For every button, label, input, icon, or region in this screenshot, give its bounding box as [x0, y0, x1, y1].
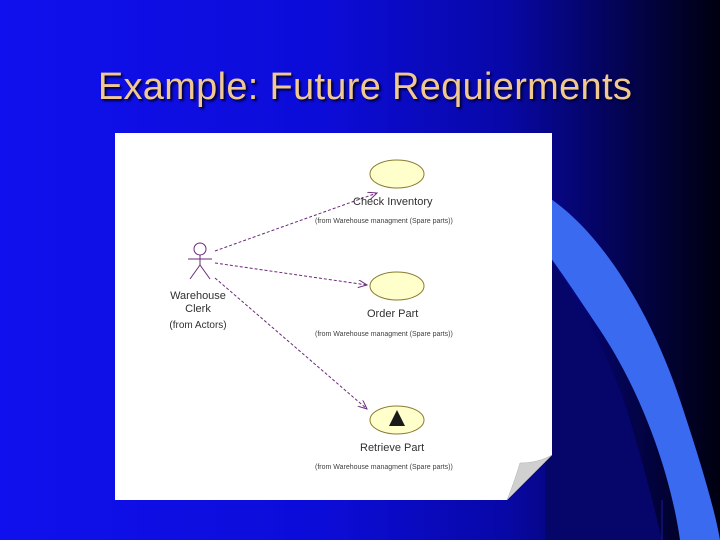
association-arrow-check-inventory: [214, 193, 377, 252]
use-case-from-retrieve-part: (from Warehouse managment (Spare parts)): [315, 464, 453, 471]
association-arrow-order-part: [214, 262, 367, 285]
actor-name-line1: Warehouse: [170, 290, 226, 302]
swoosh-light-shape: [545, 195, 720, 540]
page-curl-icon: [506, 454, 552, 500]
triangle-icon: [389, 410, 405, 426]
use-case-name-retrieve-part: Retrieve Part: [360, 442, 425, 454]
actor-name: Warehouse Clerk: [160, 290, 236, 316]
diagram-paper: [115, 133, 552, 500]
actor-name-line2: Clerk: [185, 303, 211, 315]
use-case-from-check-inventory: (from Warehouse managment (Spare parts)): [315, 218, 453, 225]
diagram-canvas: [115, 133, 552, 500]
use-case-name-order-part: Order Part: [367, 308, 419, 320]
actor-icon: [188, 242, 212, 280]
swoosh-dark-shape: [545, 250, 662, 540]
use-case-ellipse-check-inventory: [369, 159, 425, 189]
use-case-ellipse-order-part: [369, 271, 425, 301]
association-arrow-retrieve-part: [214, 277, 367, 409]
use-case-name-check-inventory: Check Inventory: [353, 196, 433, 208]
use-case-diagram: Warehouse Clerk (from Actors) Check Inve…: [115, 133, 552, 500]
use-case-from-order-part: (from Warehouse managment (Spare parts)): [315, 331, 453, 338]
slide-title: Example: Future Requierments: [97, 66, 633, 108]
actor-from: (from Actors): [169, 320, 227, 331]
